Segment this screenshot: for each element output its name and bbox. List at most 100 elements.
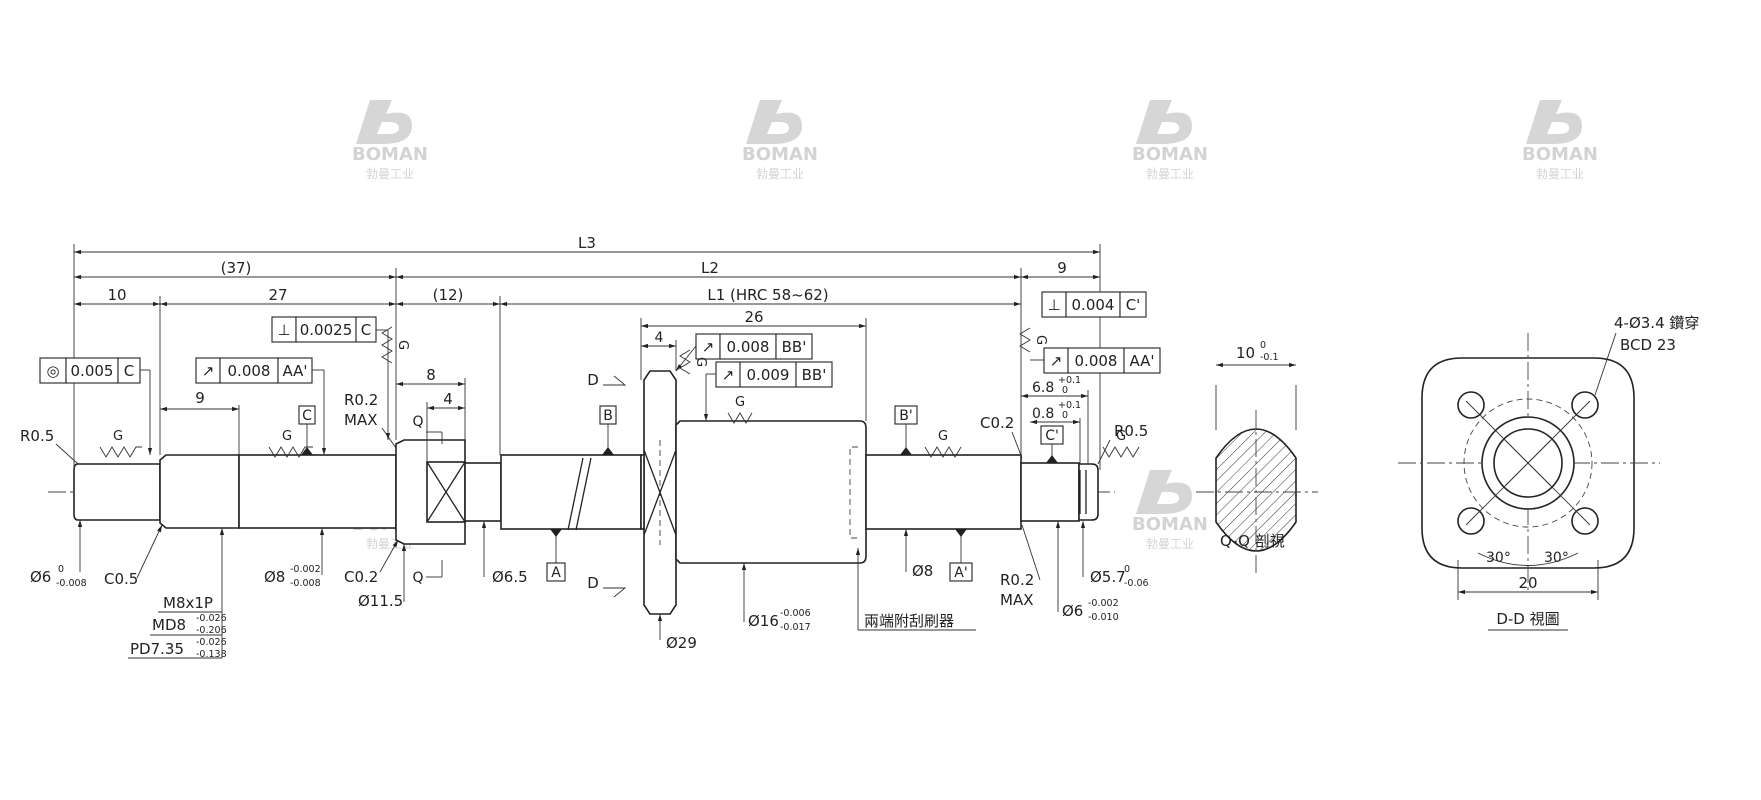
section-qq-view: 10 0 -0.1 Q-Q 剖視	[1196, 340, 1318, 575]
datum-b: B	[603, 408, 613, 424]
dim-9-right: 9	[1057, 259, 1067, 277]
svg-text:BOMAN: BOMAN	[1132, 144, 1208, 165]
datum-c: C	[302, 408, 312, 424]
svg-text:BOMAN: BOMAN	[742, 144, 818, 165]
svg-text:-0.017: -0.017	[780, 622, 811, 633]
svg-text:勃曼工业: 勃曼工业	[1536, 167, 1584, 181]
svg-text:G: G	[938, 429, 948, 444]
runout-frame-nut-1: ↗ 0.008 BB'	[675, 333, 813, 372]
label-phi29: Ø29	[666, 634, 697, 652]
svg-text:◎: ◎	[46, 362, 59, 380]
watermark-logo: BOMAN 勃曼工业	[1132, 100, 1208, 181]
label-phi8-left: Ø8	[264, 568, 285, 586]
svg-text:↗: ↗	[702, 338, 715, 356]
runout-frame-nut-2: ↗ 0.009 BB'	[703, 361, 833, 421]
runout-frame-left: ↗ 0.008 AA'	[195, 357, 327, 455]
svg-text:0: 0	[58, 564, 64, 575]
svg-text:D: D	[587, 574, 599, 592]
svg-text:D: D	[587, 371, 599, 389]
dim-4: 4	[443, 390, 453, 408]
left-journal	[73, 463, 161, 521]
screw-shaft	[48, 370, 1115, 615]
mount-hole	[1457, 391, 1485, 419]
svg-text:0: 0	[1124, 564, 1130, 575]
label-md8: MD8	[152, 616, 186, 634]
svg-text:-0.026: -0.026	[196, 613, 227, 624]
svg-text:-0.06: -0.06	[1124, 578, 1149, 589]
watermark-logo: BOMAN 勃曼工业	[1132, 470, 1208, 551]
svg-text:G: G	[113, 429, 123, 444]
label-c02-left: C0.2	[344, 568, 378, 586]
svg-text:0.008: 0.008	[228, 362, 271, 380]
label-c05: C0.5	[104, 570, 138, 588]
bcd-circle	[1463, 398, 1593, 528]
dim-27: 27	[268, 286, 287, 304]
svg-text:AA': AA'	[1129, 352, 1154, 370]
svg-text:⊥: ⊥	[1047, 296, 1060, 314]
angle-right: 30°	[1544, 550, 1569, 566]
concentricity-frame: ◎ 0.005 C	[39, 357, 153, 455]
svg-text:G: G	[735, 395, 745, 410]
svg-text:0.004: 0.004	[1072, 296, 1115, 314]
datum-a: A	[551, 565, 561, 581]
mount-hole	[1457, 507, 1485, 535]
dim-8: 8	[426, 366, 436, 384]
dim-l1: L1 (HRC 58~62)	[707, 286, 828, 304]
svg-text:G: G	[1116, 429, 1126, 444]
mount-hole	[1571, 391, 1599, 419]
runout-frame-right: ↗ 0.008 AA'	[1030, 347, 1161, 374]
dim-l3: L3	[578, 234, 596, 252]
dim-l2: L2	[701, 259, 719, 277]
label-phi8-mid: Ø8	[912, 562, 933, 580]
nut-body	[675, 420, 867, 564]
dim-6-8: 6.8	[1032, 380, 1054, 396]
view-dd: 4-Ø3.4 鑽穿 BCD 23 30° 30° 20 D-D 視圖	[1398, 314, 1699, 631]
dim-9-left: 9	[195, 389, 205, 407]
label-holes: 4-Ø3.4 鑽穿	[1614, 314, 1699, 332]
label-phi6-right: Ø6	[1062, 602, 1083, 620]
svg-text:0.009: 0.009	[747, 366, 790, 384]
svg-text:⊥: ⊥	[277, 321, 290, 339]
label-wiper: 兩端附刮刷器	[864, 612, 954, 630]
svg-text:-0.008: -0.008	[56, 578, 87, 589]
svg-text:-0.010: -0.010	[1088, 612, 1119, 623]
svg-text:勃曼工业: 勃曼工业	[756, 167, 804, 181]
svg-text:Q: Q	[412, 414, 423, 430]
end-journal-right	[1078, 463, 1099, 521]
screw-body-right	[865, 454, 1022, 530]
thread-m8	[159, 454, 240, 529]
neck-phi6-5	[464, 462, 502, 522]
dim-10: 10	[107, 286, 126, 304]
svg-text:勃曼工业: 勃曼工业	[366, 167, 414, 181]
datum-c-prime: C'	[1045, 428, 1059, 444]
watermark-logo: BOMAN 勃曼工业	[1522, 100, 1598, 181]
watermark-logo: BOMAN 勃曼工业	[742, 100, 818, 181]
top-dimensions: L3 (37) L2 9 10 27 (12) L1 (HRC 58~62) 2…	[73, 234, 1101, 470]
label-r02-right: R0.2	[1000, 571, 1034, 589]
svg-text:-0.026: -0.026	[196, 637, 227, 648]
journal-phi8	[238, 454, 397, 529]
break-line-2	[575, 457, 592, 531]
label-bcd: BCD 23	[1620, 336, 1676, 354]
svg-text:G: G	[1033, 335, 1048, 345]
label-c02-right: C0.2	[980, 414, 1014, 432]
label-view-dd: D-D 視圖	[1496, 610, 1559, 628]
dim-0-8: 0.8	[1032, 406, 1054, 422]
angle-left: 30°	[1486, 550, 1511, 566]
svg-text:BOMAN: BOMAN	[1132, 514, 1208, 535]
svg-text:勃曼工业: 勃曼工业	[1146, 167, 1194, 181]
svg-text:+0.1: +0.1	[1058, 400, 1081, 411]
svg-text:0: 0	[1062, 410, 1068, 421]
dim-37: (37)	[221, 259, 252, 277]
svg-text:↗: ↗	[1050, 352, 1063, 370]
svg-text:0: 0	[1062, 385, 1068, 396]
svg-text:-0.008: -0.008	[290, 578, 321, 589]
label-phi11-5: Ø11.5	[358, 592, 403, 610]
svg-text:0.005: 0.005	[71, 362, 114, 380]
label-section-qq: Q-Q 剖視	[1220, 532, 1285, 550]
label-r05-left: R0.5	[20, 427, 54, 445]
svg-text:BOMAN: BOMAN	[352, 144, 428, 165]
svg-text:BB': BB'	[782, 338, 807, 356]
label-m8: M8x1P	[163, 594, 213, 612]
